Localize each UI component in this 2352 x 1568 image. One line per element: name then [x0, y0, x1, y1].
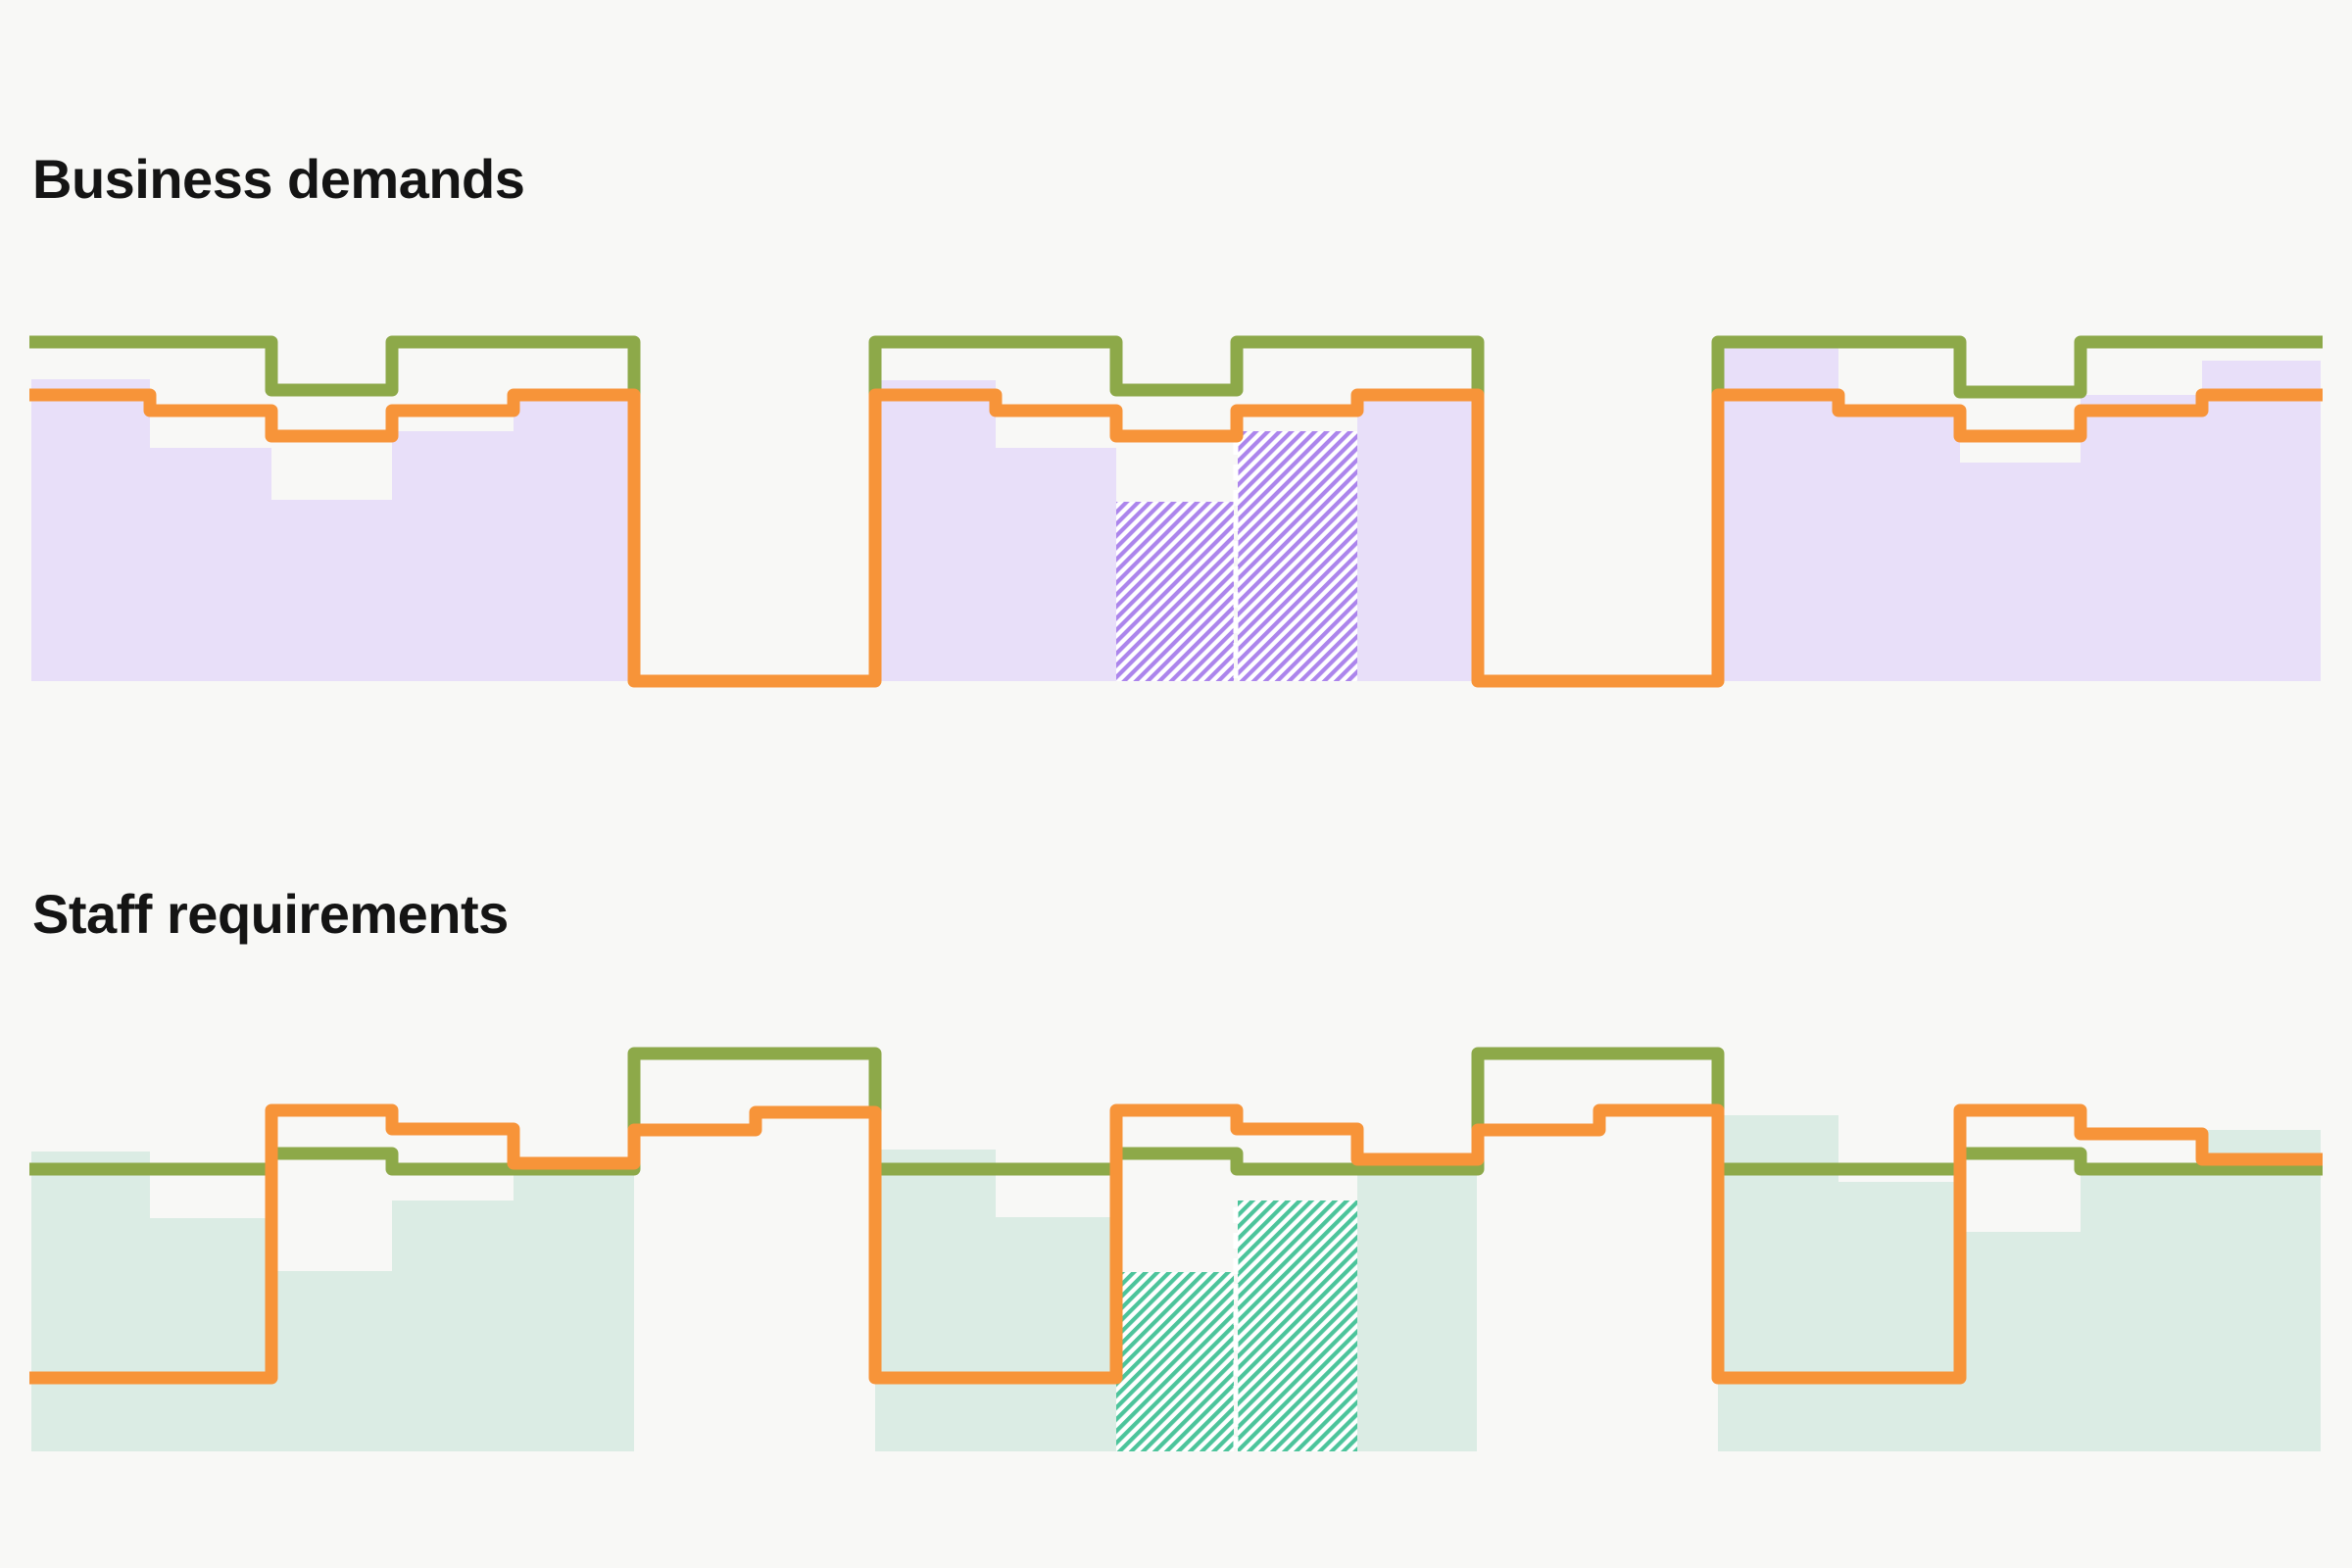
business-demands-step-area	[996, 448, 1116, 681]
staff-requirements-step-area	[392, 1200, 514, 1451]
business-demands-chart	[29, 335, 2323, 688]
staff-requirements-chart	[29, 1047, 2323, 1451]
staff-requirements-step-area	[2202, 1130, 2321, 1451]
business-demands-demand-upper-green-line	[868, 335, 1485, 397]
business-demands-step-area	[1838, 411, 1960, 681]
business-demands-step-area	[1960, 463, 2081, 681]
business-demands-step-area	[514, 397, 632, 681]
business-demands-demand-upper-green-line	[29, 335, 641, 397]
staff-requirements-step-area	[514, 1170, 634, 1451]
business-demands-title: Business demands	[32, 148, 525, 210]
business-demands-step-area	[150, 448, 271, 681]
business-demands-step-area	[31, 379, 150, 681]
staff-requirements-step-area	[996, 1217, 1116, 1451]
business-demands-step-area	[1357, 399, 1477, 681]
staff-requirements-step-area	[1838, 1182, 1960, 1451]
staff-requirements-step-area	[1357, 1172, 1477, 1451]
business-demands-step-area	[392, 431, 514, 681]
staff-requirements-hatched-gap-area	[1116, 1272, 1234, 1451]
staff-requirements-step-area	[150, 1218, 271, 1451]
staff-requirements-step-area	[271, 1271, 392, 1451]
staff-requirements-step-area	[875, 1150, 996, 1451]
staff-requirements-step-area	[2081, 1165, 2202, 1451]
business-demands-hatched-gap-area	[1116, 502, 1234, 681]
business-demands-step-area	[271, 500, 392, 681]
business-demands-scheduled-orange-line	[29, 388, 2323, 688]
staff-requirements-step-area	[31, 1152, 150, 1451]
staff-requirements-hatched-gap-area	[1238, 1200, 1357, 1451]
staff-requirements-title: Staff requirements	[32, 883, 509, 945]
business-demands-step-area	[879, 380, 996, 681]
business-demands-step-area	[2202, 361, 2321, 681]
business-demands-demand-upper-green-line	[1711, 335, 2323, 399]
business-demands-hatched-gap-area	[1238, 431, 1357, 681]
staff-requirements-scheduled-orange-line	[29, 1103, 2323, 1385]
business-demands-step-area	[2081, 395, 2202, 681]
staff-requirements-step-area	[1960, 1232, 2081, 1451]
